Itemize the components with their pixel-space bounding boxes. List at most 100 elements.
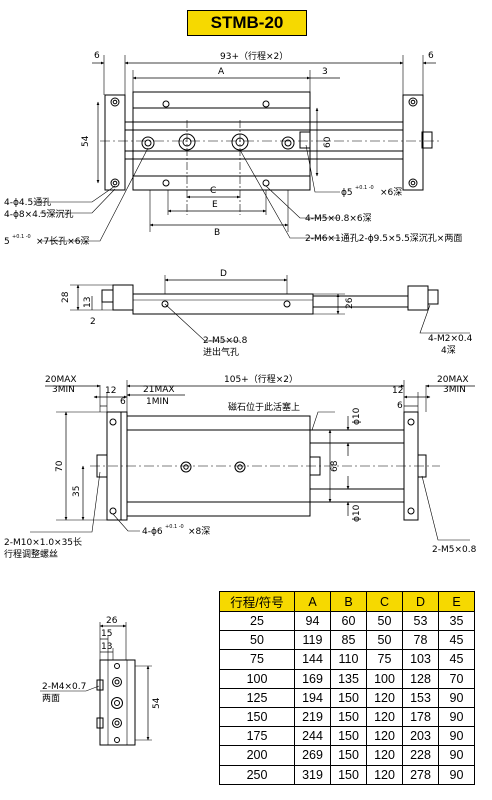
upper-rod — [124, 121, 404, 131]
table-cell: 94 — [294, 610, 331, 632]
dim-total-length: 93+（行程×2） — [220, 50, 288, 62]
dim-35: 35 — [72, 486, 82, 497]
table-cell: 144 — [294, 649, 331, 670]
table-cell: 90 — [438, 764, 475, 785]
dim-54-end: 54 — [152, 697, 162, 709]
table-cell: 60 — [330, 610, 367, 632]
dim-right-6: 6 — [428, 51, 434, 61]
table-cell: 150 — [330, 745, 367, 766]
note-pin: ϕ5 — [341, 188, 353, 198]
side-view — [70, 275, 470, 342]
note-adjust-screw: 行程调整螺丝 — [4, 548, 58, 560]
table-cell: 269 — [294, 745, 331, 766]
dim-70: 70 — [55, 460, 65, 472]
note-phi6-rest: ×8深 — [188, 526, 210, 537]
table-cell: 25 — [219, 610, 295, 632]
table-cell: 178 — [402, 706, 439, 728]
end-view-labels: 26 15 13 54 2-M4×0.7 两面 — [42, 616, 162, 709]
dim-6-right: 6 — [397, 401, 403, 411]
note-m5-right: 2-M5×0.8 — [432, 545, 477, 555]
header-b: B — [330, 591, 367, 612]
mount-hole — [262, 179, 270, 187]
dim-13: 13 — [83, 297, 93, 308]
table-cell: 100 — [366, 668, 403, 689]
note-phi6: 4-ϕ6 — [142, 527, 163, 537]
mount-hole — [262, 100, 270, 108]
table-cell: 194 — [294, 687, 331, 708]
header-e: E — [438, 591, 475, 612]
note-pin-tol: +0.1 -0 — [355, 185, 374, 191]
dim-15: 15 — [101, 629, 112, 639]
table-cell: 150 — [330, 687, 367, 708]
table-cell: 203 — [402, 726, 439, 747]
note-phi6-tol: +0.1 -0 — [165, 524, 184, 530]
note-m2-depth: 4深 — [441, 345, 456, 356]
table-cell: 128 — [402, 668, 439, 689]
table-cell: 53 — [402, 610, 439, 632]
table-cell: 250 — [219, 764, 295, 785]
top-view — [40, 55, 440, 242]
table-cell: 90 — [438, 745, 475, 766]
note-counterbore: 4-ϕ8×4.5深沉孔 — [4, 209, 74, 220]
note-m5-tap: 4-M5×0.8×6深 — [305, 213, 372, 224]
side-view-labels: D 28 2 13 26 2-M5×0.8 进出气孔 4-M2×0.4 4深 — [61, 269, 473, 358]
front-upper-rod — [309, 429, 405, 444]
front-view-labels: 20MAX 3MIN 12 6 21MAX 1MIN 105+（行程×2） 12… — [4, 373, 477, 560]
table-cell: 75 — [219, 649, 295, 670]
dim-phi10-upper: ϕ10 — [352, 407, 362, 425]
table-cell: 100 — [219, 668, 295, 689]
note-magnet: 磁石位于此活塞上 — [228, 401, 300, 413]
table-cell: 175 — [219, 726, 295, 747]
table-cell: 150 — [330, 706, 367, 728]
front-view — [30, 380, 475, 541]
table-cell: 135 — [330, 668, 367, 689]
dim-60: 60 — [323, 136, 333, 148]
dim-e: E — [212, 200, 218, 210]
drawing-title: STMB-20 — [187, 10, 307, 36]
dim-d: D — [220, 269, 227, 279]
table-cell: 120 — [366, 764, 403, 785]
table-cell: 50 — [366, 630, 403, 651]
table-cell: 150 — [330, 764, 367, 785]
dim-20max-right: 20MAX — [437, 375, 469, 385]
spec-table-header: 行程/符号 A B C D E — [219, 591, 475, 612]
note-both-sides: 两面 — [42, 693, 60, 704]
table-cell: 110 — [330, 649, 367, 670]
dim-3: 3 — [322, 67, 328, 77]
dim-28: 28 — [61, 291, 71, 303]
note-port: 2-M5×0.8 — [203, 336, 248, 346]
dim-c: C — [210, 186, 216, 196]
dim-26: 26 — [345, 297, 355, 309]
table-cell: 120 — [366, 687, 403, 708]
table-cell: 45 — [438, 649, 475, 670]
header-a: A — [294, 591, 331, 612]
side-right-plate — [407, 285, 429, 311]
note-pin-rest: ×6深 — [380, 187, 402, 198]
note-m6-hole: 2-M6×1通孔2-ϕ9.5×5.5深沉孔×两面 — [305, 233, 462, 244]
mount-hole — [162, 100, 170, 108]
table-cell: 150 — [330, 726, 367, 747]
table-cell: 50 — [219, 630, 295, 651]
dim-13-end: 13 — [101, 642, 112, 652]
dim-12-right: 12 — [392, 386, 403, 396]
table-cell: 125 — [219, 687, 295, 708]
mount-hole — [162, 179, 170, 187]
header-c: C — [366, 591, 403, 612]
lower-rod — [124, 150, 404, 160]
table-cell: 90 — [438, 706, 475, 728]
dim-phi10-lower: ϕ10 — [352, 504, 362, 522]
table-cell: 319 — [294, 764, 331, 785]
front-lower-rod — [309, 488, 405, 503]
dim-6-left: 6 — [120, 397, 126, 407]
dim-total-105: 105+（行程×2） — [224, 373, 298, 385]
note-m2: 4-M2×0.4 — [428, 334, 473, 344]
side-left-plate — [112, 284, 134, 311]
note-m10: 2-M10×1.0×35长 — [4, 536, 82, 548]
header-d: D — [402, 591, 439, 612]
